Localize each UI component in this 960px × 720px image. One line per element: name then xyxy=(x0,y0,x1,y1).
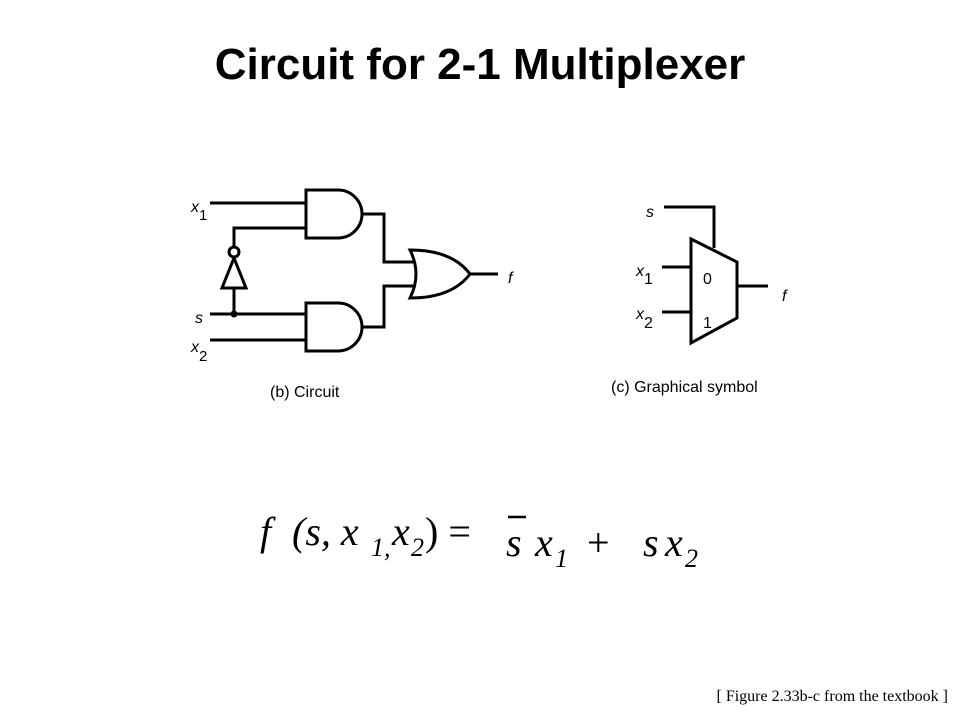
eq-term2-x: x xyxy=(664,520,683,565)
or-gate xyxy=(407,248,472,300)
source-note: [ Figure 2.33b-c from the textbook ] xyxy=(716,688,949,705)
eq-lhs-mid: x xyxy=(391,509,410,554)
label-f: f xyxy=(508,270,514,287)
wire-s-inverted xyxy=(232,226,306,247)
eq-term1-sub: 1 xyxy=(555,544,568,573)
mux-trapezoid xyxy=(689,236,739,346)
label-x2: x xyxy=(190,339,200,356)
symbol-port-0: 0 xyxy=(703,271,712,288)
mux-circuit: x 1 s x 2 f (b) Circuit xyxy=(190,188,514,401)
label-x1-sub: 1 xyxy=(199,207,207,224)
eq-lhs-open: (s, x xyxy=(292,509,359,554)
eq-term2-sub: 2 xyxy=(685,544,698,573)
eq-term2-s: s xyxy=(643,520,659,565)
symbol-label-x2: x xyxy=(635,306,645,323)
eq-lhs-f: f xyxy=(260,509,276,554)
eq-plus: + xyxy=(587,520,610,565)
eq-lhs-close: ) = xyxy=(425,509,471,554)
junction-dot xyxy=(230,310,238,318)
symbol-label-x1: x xyxy=(635,263,645,280)
symbol-label-x2-sub: 2 xyxy=(644,315,653,332)
slide-title: Circuit for 2-1 Multiplexer xyxy=(214,40,746,89)
symbol-port-1: 1 xyxy=(703,315,712,332)
label-x2-sub: 2 xyxy=(199,348,207,365)
eq-lhs-sub2: 2 xyxy=(411,533,424,562)
and-gate-2 xyxy=(304,301,364,353)
eq-term1-s: s xyxy=(506,520,522,565)
wire-and2-out xyxy=(362,284,414,329)
symbol-label-s: s xyxy=(646,204,654,221)
symbol-label-x1-sub: 1 xyxy=(644,271,653,288)
symbol-label-f: f xyxy=(782,288,788,305)
not-gate xyxy=(219,253,249,290)
symbol-wire-s xyxy=(664,205,716,248)
caption-circuit: (b) Circuit xyxy=(270,384,340,401)
and-gate-1 xyxy=(304,188,364,240)
eq-lhs-sub1: 1, xyxy=(371,533,391,562)
equation: f (s, x 1, x 2 ) = s x 1 + s x 2 xyxy=(260,509,698,573)
mux-symbol: s x 1 x 2 0 1 f (c) Graphical symbol xyxy=(611,204,788,396)
label-s: s xyxy=(195,310,203,327)
label-x1: x xyxy=(190,199,200,216)
caption-symbol: (c) Graphical symbol xyxy=(611,379,758,396)
wire-and1-out xyxy=(362,212,414,264)
not-bubble xyxy=(227,245,241,259)
eq-term1-x: x xyxy=(534,520,553,565)
